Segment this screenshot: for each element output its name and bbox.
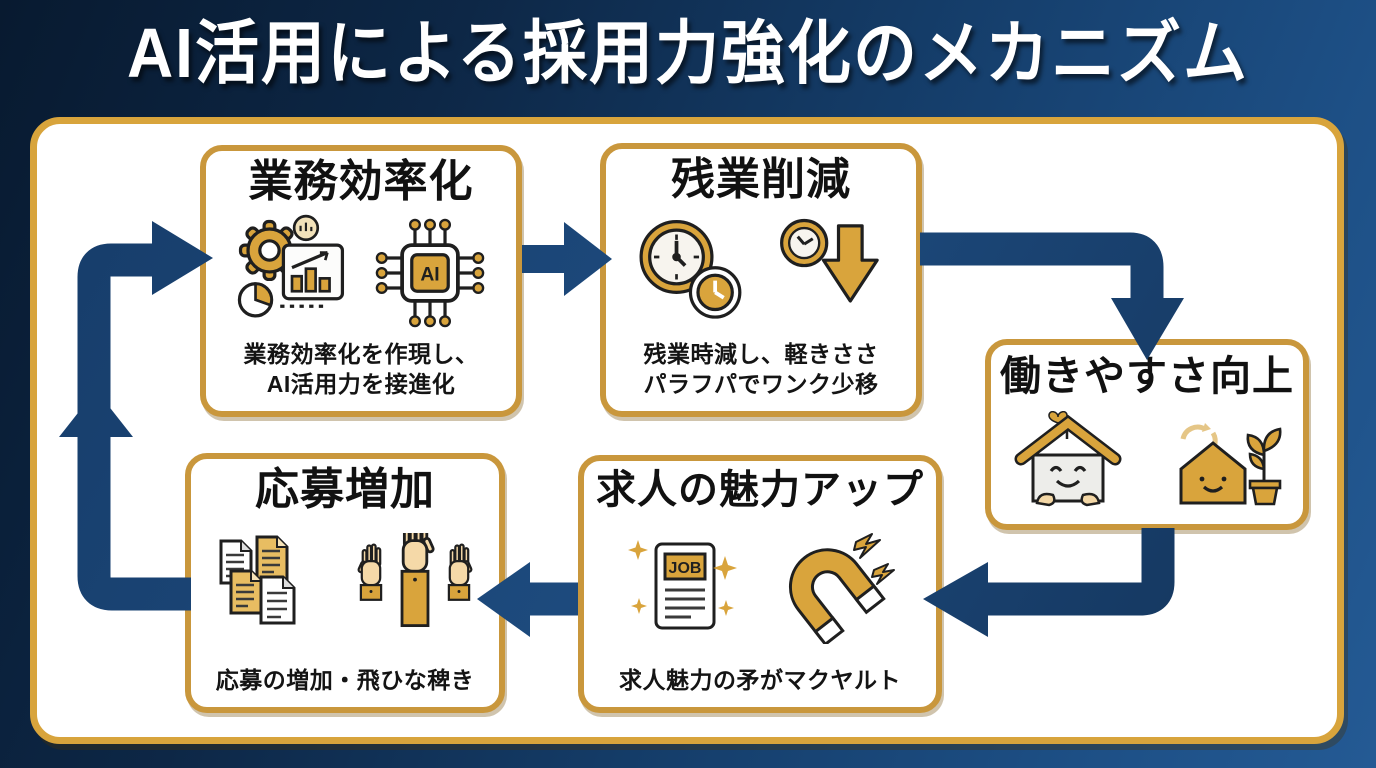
page-title: AI活用による採用力強化のメカニズム [126, 14, 1250, 93]
step-title-overtime: 残業削減 [671, 155, 851, 204]
subtitle-line: パラフパでワンク少移 [643, 370, 879, 397]
subtitle-line: 残業時減し、軽きささ [643, 341, 879, 368]
step-title-workability: 働きやすさ向上 [1000, 353, 1294, 399]
icon-row: JOB [617, 511, 903, 666]
job-posting-icon: JOB [628, 540, 737, 630]
house-plant-icon [1179, 423, 1282, 506]
clocks-icon [639, 219, 742, 319]
step-box-workability: 働きやすさ向上 [985, 339, 1309, 530]
clock-down-arrow-icon [780, 218, 879, 303]
raised-hands-icon [357, 533, 473, 628]
gear-chart-icon [237, 214, 345, 318]
subtitle-line: 応募の増加・飛ひな稗き [215, 666, 475, 693]
icon-row: AI [231, 205, 491, 340]
happy-house-icon [1014, 411, 1122, 507]
step-title-job-appeal: 求人の魅力アップ [596, 468, 924, 512]
step-subtitle-applications: 応募の増加・飛ひな稗き [216, 666, 475, 695]
job-doc-label: JOB [669, 560, 702, 577]
step-subtitle-job-appeal: 求人魅力の矛がマクヤルト [619, 666, 901, 695]
subtitle-line: 業務効率化を作現し、 [243, 341, 479, 368]
subtitle-line: 求人魅力の矛がマクヤルト [619, 666, 901, 693]
magnet-icon [788, 533, 895, 645]
step-title-efficiency: 業務効率化 [248, 157, 474, 206]
step-subtitle-overtime: 残業時減し、軽きささ パラフパでワンク少移 [644, 340, 879, 399]
documents-icon [219, 535, 296, 625]
step-box-overtime: 残業削減 [600, 143, 922, 417]
ai-chip-icon: AI [375, 218, 485, 327]
ai-chip-label: AI [420, 264, 439, 285]
step-box-efficiency: 業務効率化 [200, 145, 522, 417]
icon-row [629, 203, 893, 340]
icon-row [206, 513, 484, 665]
step-box-job-appeal: 求人の魅力アップ JOB [578, 455, 942, 713]
step-subtitle-efficiency: 業務効率化を作現し、 AI活用力を接進化 [244, 340, 479, 399]
step-box-applications: 応募増加 [185, 453, 505, 713]
subtitle-line: AI活用力を接進化 [266, 370, 456, 397]
icon-row [1004, 398, 1290, 524]
step-title-applications: 応募増加 [255, 465, 435, 514]
